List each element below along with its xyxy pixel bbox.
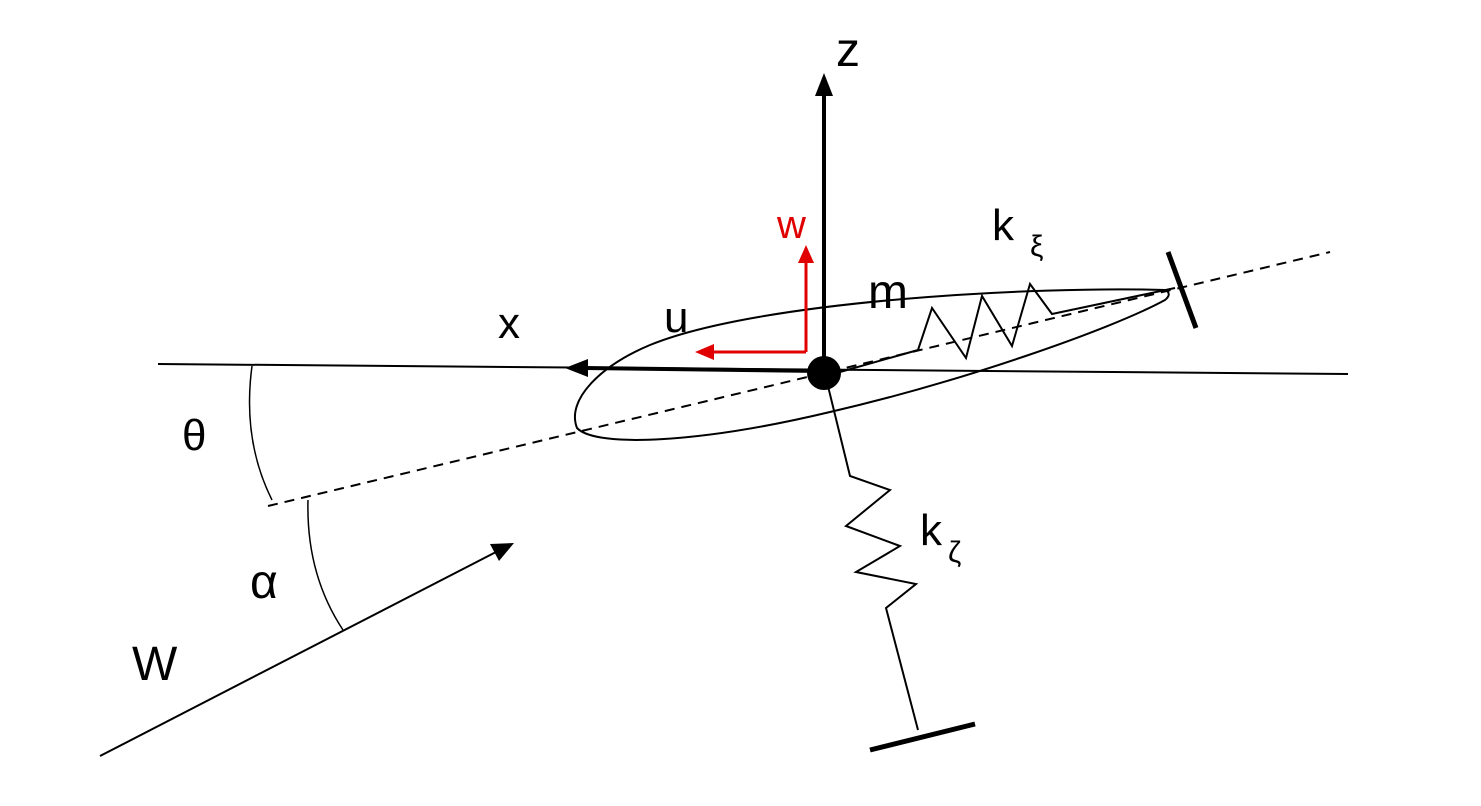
mass-point [807, 356, 841, 390]
airfoil-outline [574, 288, 1170, 441]
displacement-w-arrowhead [798, 245, 814, 263]
k-zeta-label: k [920, 506, 943, 555]
wind-label: W [132, 638, 178, 691]
wind-arrowhead [490, 543, 514, 561]
spring-k-zeta [825, 377, 919, 731]
z-axis-label: z [836, 24, 860, 77]
x-axis-label: x [498, 299, 520, 348]
k-xi-subscript: ξ [1030, 230, 1043, 263]
chord-dashed-line [267, 251, 1331, 507]
x-axis-arrow [584, 366, 823, 373]
k-zeta-subscript: ζ [948, 536, 961, 569]
x-axis-arrowhead [565, 359, 588, 377]
alpha-angle-arc [307, 499, 344, 631]
w-displacement-label: w [776, 203, 806, 247]
displacement-u-arrowhead [695, 344, 714, 360]
ground-k-zeta [869, 721, 976, 753]
theta-label: θ [182, 411, 206, 460]
spring-k-xi [839, 281, 1176, 373]
theta-angle-arc [248, 365, 273, 501]
wall-k-xi [1165, 251, 1199, 329]
k-xi-label: k [992, 201, 1015, 250]
mass-label: m [868, 266, 908, 319]
alpha-label: α [250, 556, 278, 609]
z-axis-arrowhead [815, 73, 833, 96]
wind-arrow [99, 551, 497, 757]
u-displacement-label: u [664, 293, 688, 342]
